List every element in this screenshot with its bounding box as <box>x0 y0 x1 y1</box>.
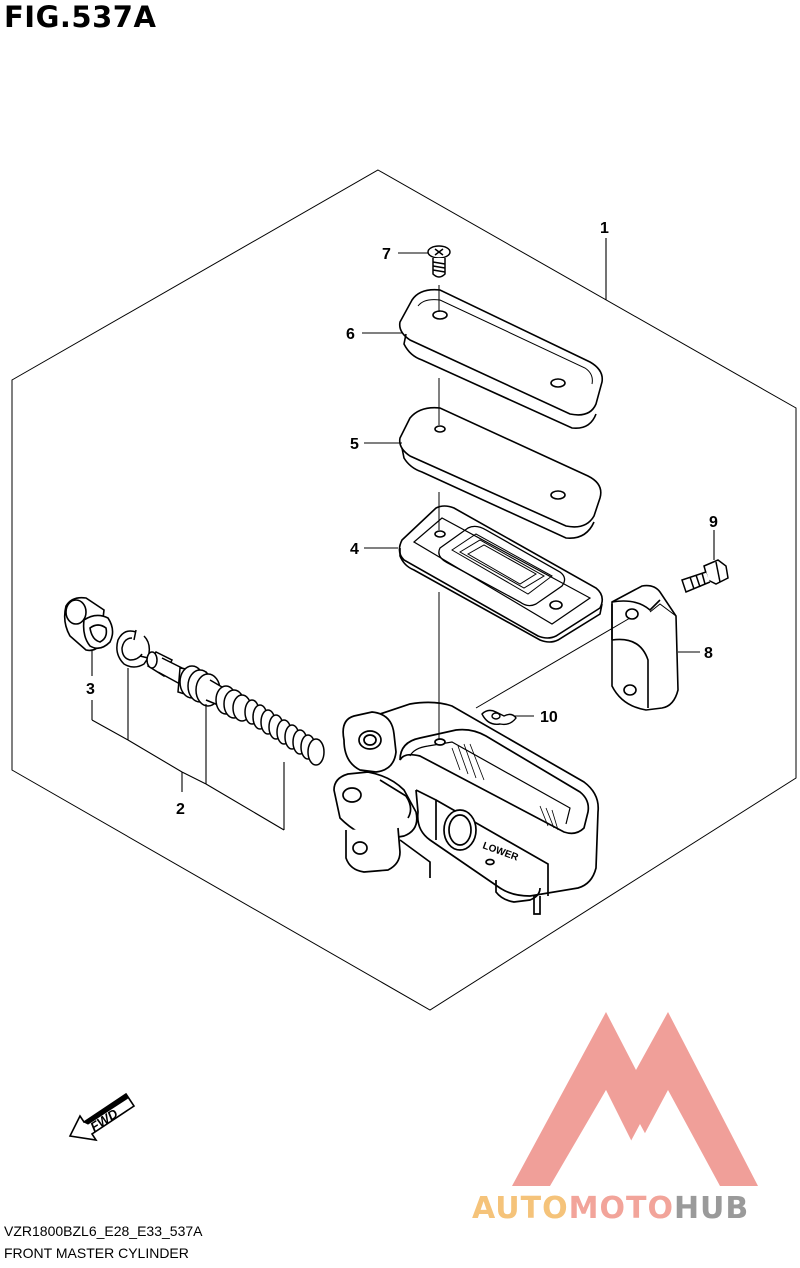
part-8-clamp <box>611 584 679 711</box>
part-3-boot <box>63 596 114 652</box>
callout-6: 6 <box>346 326 355 343</box>
watermark-logo <box>512 1012 758 1186</box>
callout-2: 2 <box>176 801 185 818</box>
fwd-arrow: FWD <box>68 1092 136 1142</box>
part-7-screw <box>427 245 451 278</box>
model-code: VZR1800BZL6_E28_E33_537A <box>4 1223 203 1239</box>
part-10-nut <box>481 709 517 726</box>
part-9-bolt <box>681 559 729 594</box>
part-group-name: FRONT MASTER CYLINDER <box>4 1245 189 1261</box>
part-6-reservoir-cap <box>398 288 604 430</box>
callout-1: 1 <box>600 220 609 237</box>
part-4-diaphragm <box>398 505 604 643</box>
figure-title: FIG.537A <box>4 0 157 34</box>
svg-text:AUTOMOTOHUB: AUTOMOTOHUB <box>472 1191 749 1226</box>
callout-9: 9 <box>709 514 718 531</box>
part-5-plate <box>398 406 602 539</box>
callout-3: 3 <box>86 681 95 698</box>
wordmark-moto: MOTO <box>569 1191 674 1226</box>
watermark-wordmark: AUTOMOTOHUB <box>472 1191 749 1226</box>
callout-10: 10 <box>540 709 558 726</box>
leader-lines <box>91 238 715 831</box>
center-lines <box>438 285 631 740</box>
part-2-piston-set <box>146 651 325 766</box>
circlip <box>116 629 151 668</box>
callout-4: 4 <box>350 541 359 558</box>
callout-8: 8 <box>704 645 713 662</box>
master-cylinder-body <box>333 701 600 915</box>
callout-7: 7 <box>382 246 391 263</box>
callout-5: 5 <box>350 436 359 453</box>
callout-labels: 1 7 6 5 4 9 8 10 3 2 <box>86 220 718 818</box>
wordmark-auto: AUTO <box>472 1191 569 1226</box>
assembly-outline <box>11 169 797 1011</box>
wordmark-hub: HUB <box>674 1191 749 1226</box>
